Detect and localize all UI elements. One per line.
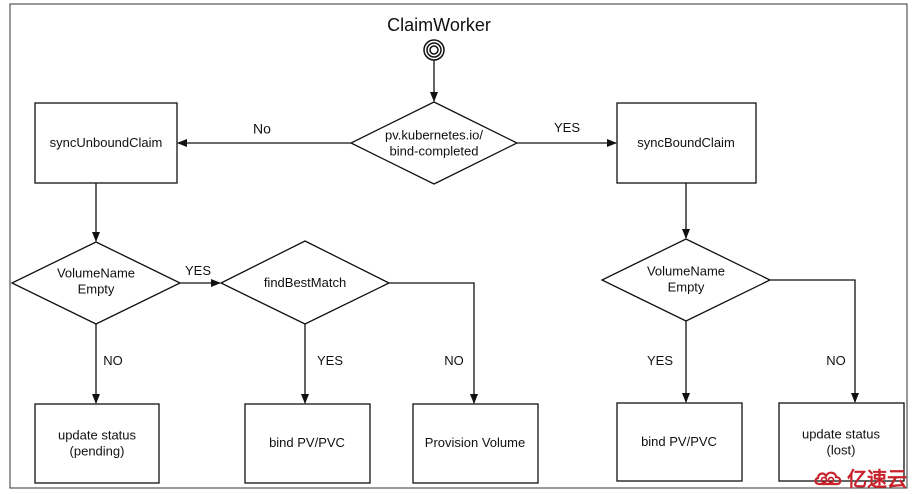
decision-bind-label: pv.kubernetes.io/ bind-completed — [385, 127, 483, 158]
update-lost-line2: (lost) — [826, 442, 856, 457]
watermark: 亿速云 — [813, 463, 907, 492]
edge-findbestmatch-to-provision — [389, 282, 478, 404]
provision-volume-box — [412, 403, 539, 484]
outer-frame — [9, 3, 908, 489]
edge-label-yes-bind-right: YES — [646, 353, 674, 369]
edge-label-yes-find: YES — [184, 263, 212, 279]
edge-label-no-pending: NO — [103, 353, 123, 369]
edge-label-yes-main: YES — [553, 120, 581, 136]
sync-bound-claim-label: syncBoundClaim — [637, 135, 735, 151]
cloud-logo-icon — [814, 471, 842, 485]
decision-bind-line1: pv.kubernetes.io/ — [384, 127, 484, 143]
update-pending-label: update status (pending) — [58, 427, 136, 458]
decision-bind-line2: bind-completed — [389, 143, 479, 158]
update-lost-label: update status (lost) — [802, 426, 880, 457]
sync-unbound-claim-box — [34, 102, 178, 184]
watermark-text: 亿速云 — [847, 467, 907, 491]
bind-left-box — [244, 403, 371, 484]
bind-right-box — [616, 402, 743, 482]
update-pending-line2: (pending) — [69, 443, 125, 458]
volumename-left-line2: Empty — [77, 281, 115, 296]
find-best-match-label: findBestMatch — [263, 275, 347, 291]
volumename-left-line1: VolumeName — [56, 265, 136, 281]
edge-label-no-lost: NO — [826, 353, 846, 369]
decision-bind-completed — [349, 101, 519, 185]
bind-left-label: bind PV/PVC — [269, 435, 345, 451]
volumename-right-line1: VolumeName — [646, 263, 726, 279]
update-lost-box — [778, 402, 905, 482]
update-pending-line1: update status — [57, 427, 137, 443]
provision-volume-label: Provision Volume — [424, 435, 526, 451]
sync-bound-claim-box — [616, 102, 757, 184]
diagram-title: ClaimWorker — [387, 15, 491, 36]
bind-right-label: bind PV/PVC — [641, 434, 717, 450]
volumename-left-label: VolumeName Empty — [57, 265, 135, 296]
start-node-icon — [423, 39, 445, 61]
update-lost-line1: update status — [801, 426, 881, 442]
volumename-right-label: VolumeName Empty — [647, 263, 725, 294]
edge-volumename-to-lost — [770, 279, 859, 403]
update-pending-box — [34, 403, 160, 484]
sync-unbound-claim-label: syncUnboundClaim — [49, 135, 163, 151]
edge-label-no-provision: NO — [444, 353, 464, 369]
volumename-right-line2: Empty — [667, 279, 705, 294]
edge-label-no-main: No — [253, 120, 271, 137]
edge-label-yes-bind-left: YES — [316, 353, 344, 369]
